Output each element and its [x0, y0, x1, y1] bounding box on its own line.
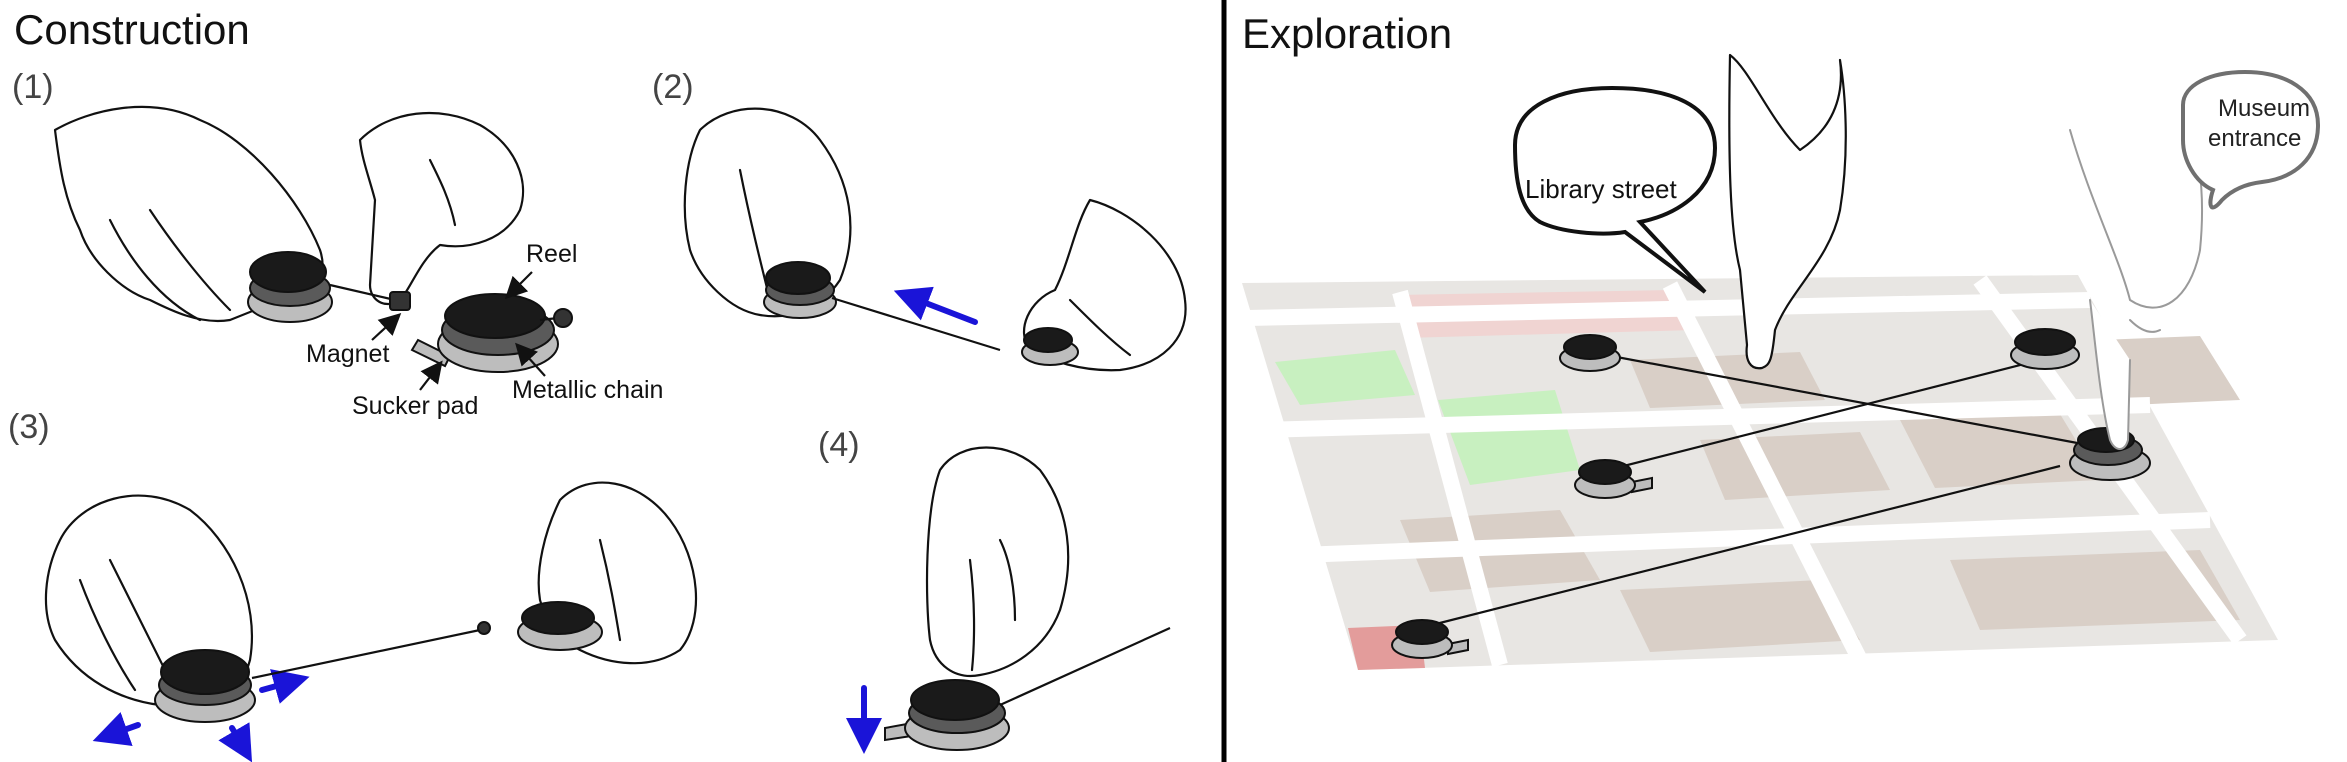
label-metallic-chain: Metallic chain — [512, 376, 663, 404]
step1-right-hand — [358, 111, 525, 306]
device-strings — [1419, 350, 2089, 630]
sucker-pointer — [419, 360, 443, 391]
map-device-3 — [1391, 619, 1469, 659]
step2-pull-arrow — [893, 286, 978, 325]
step1-device-held — [247, 251, 333, 323]
step4-hand — [925, 446, 1070, 678]
step-label-1: (1) — [12, 68, 54, 106]
bubble-library-text: Library street — [1525, 174, 1677, 204]
map-device-2 — [1574, 459, 1653, 499]
step3-chain — [251, 628, 481, 680]
reel-pointer — [504, 271, 533, 300]
step-label-3: (3) — [8, 408, 50, 446]
step1-labeled-device — [410, 293, 573, 373]
step3-arrow-down — [218, 722, 253, 762]
map-device-4 — [2010, 328, 2080, 370]
step3-arrow-left — [92, 712, 141, 746]
step-label-2: (2) — [652, 68, 694, 106]
step-label-4: (4) — [818, 426, 860, 464]
step3-arrow-right — [259, 669, 310, 704]
bubble-museum-line1: Museum — [2218, 95, 2310, 122]
step2-device-right — [1021, 327, 1079, 366]
label-reel: Reel — [526, 240, 577, 268]
pointing-hand-library — [1728, 53, 1847, 370]
step2-right-hand — [1022, 198, 1187, 372]
construction-title: Construction — [14, 6, 250, 53]
step1-magnet — [329, 283, 411, 311]
step3-device-left — [154, 649, 256, 723]
step2-chain — [831, 296, 1001, 352]
step3-device-right — [477, 601, 603, 651]
exploration-title: Exploration — [1242, 10, 1452, 57]
chain-pointer — [515, 342, 546, 377]
label-magnet: Magnet — [306, 340, 389, 368]
step4-device — [884, 679, 1010, 751]
label-sucker-pad: Sucker pad — [352, 392, 478, 420]
magnet-pointer — [371, 313, 402, 341]
step2-device-left — [763, 261, 837, 319]
pointing-hand-museum — [2069, 129, 2204, 450]
map-device-1 — [1559, 334, 1621, 372]
bubble-museum — [2181, 69, 2321, 210]
step4-chain — [999, 626, 1171, 707]
bubble-library — [1512, 85, 1718, 294]
bubble-museum-line2: entrance — [2208, 125, 2301, 152]
